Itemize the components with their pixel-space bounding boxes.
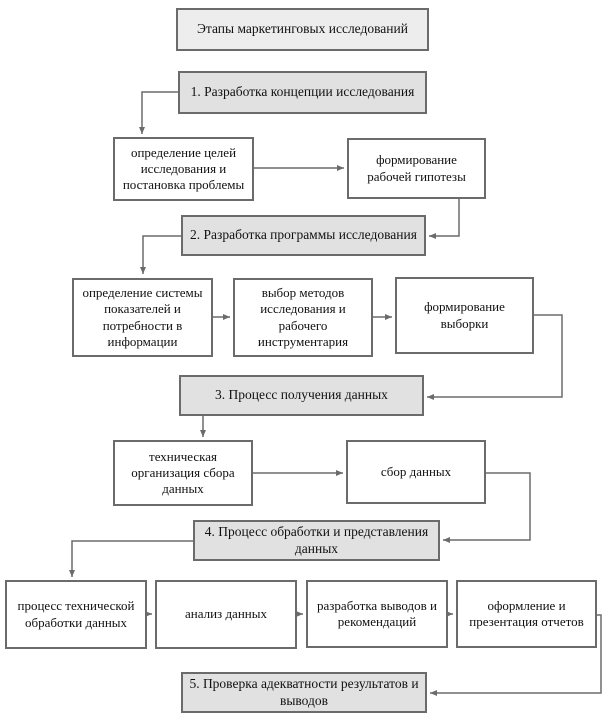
step-goal-definition-box: определение целей исследования и постано…	[113, 137, 254, 201]
stage-4-box: 4. Процесс обработки и представления дан…	[193, 520, 440, 561]
step-sampling-box: формирование выборки	[395, 277, 534, 354]
stage-5-box: 5. Проверка адекватности результатов и в…	[181, 672, 427, 713]
connector-stage4-to-processing	[69, 540, 193, 577]
step-tech-processing-box: процесс технической обработки данных	[5, 580, 147, 649]
stage-3-box: 3. Процесс получения данных	[179, 375, 424, 416]
stage-2-box: 2. Разработка программы исследования	[181, 215, 426, 256]
diagram-title-box: Этапы маркетинговых исследований	[176, 8, 429, 51]
stage-1-box: 1. Разработка концепции исследования	[178, 71, 427, 114]
connector-stage2-to-indicators	[140, 235, 181, 274]
step-methods-box: выбор методов исследования и рабочего ин…	[233, 278, 373, 357]
connector-stage1-to-goal	[139, 91, 178, 134]
step-presentation-box: оформление и презентация отчетов	[456, 580, 597, 648]
step-conclusions-box: разработка выводов и рекомендаций	[306, 580, 448, 648]
step-tech-organization-box: техническая организация сбора данных	[113, 440, 253, 506]
step-data-collection-box: сбор данных	[346, 440, 486, 504]
step-indicators-box: определение системы показателей и потреб…	[72, 278, 213, 357]
step-hypothesis-box: формирование рабочей гипотезы	[347, 138, 486, 199]
step-analysis-box: анализ данных	[155, 580, 297, 649]
connector-hypothesis-to-stage2	[429, 199, 460, 239]
